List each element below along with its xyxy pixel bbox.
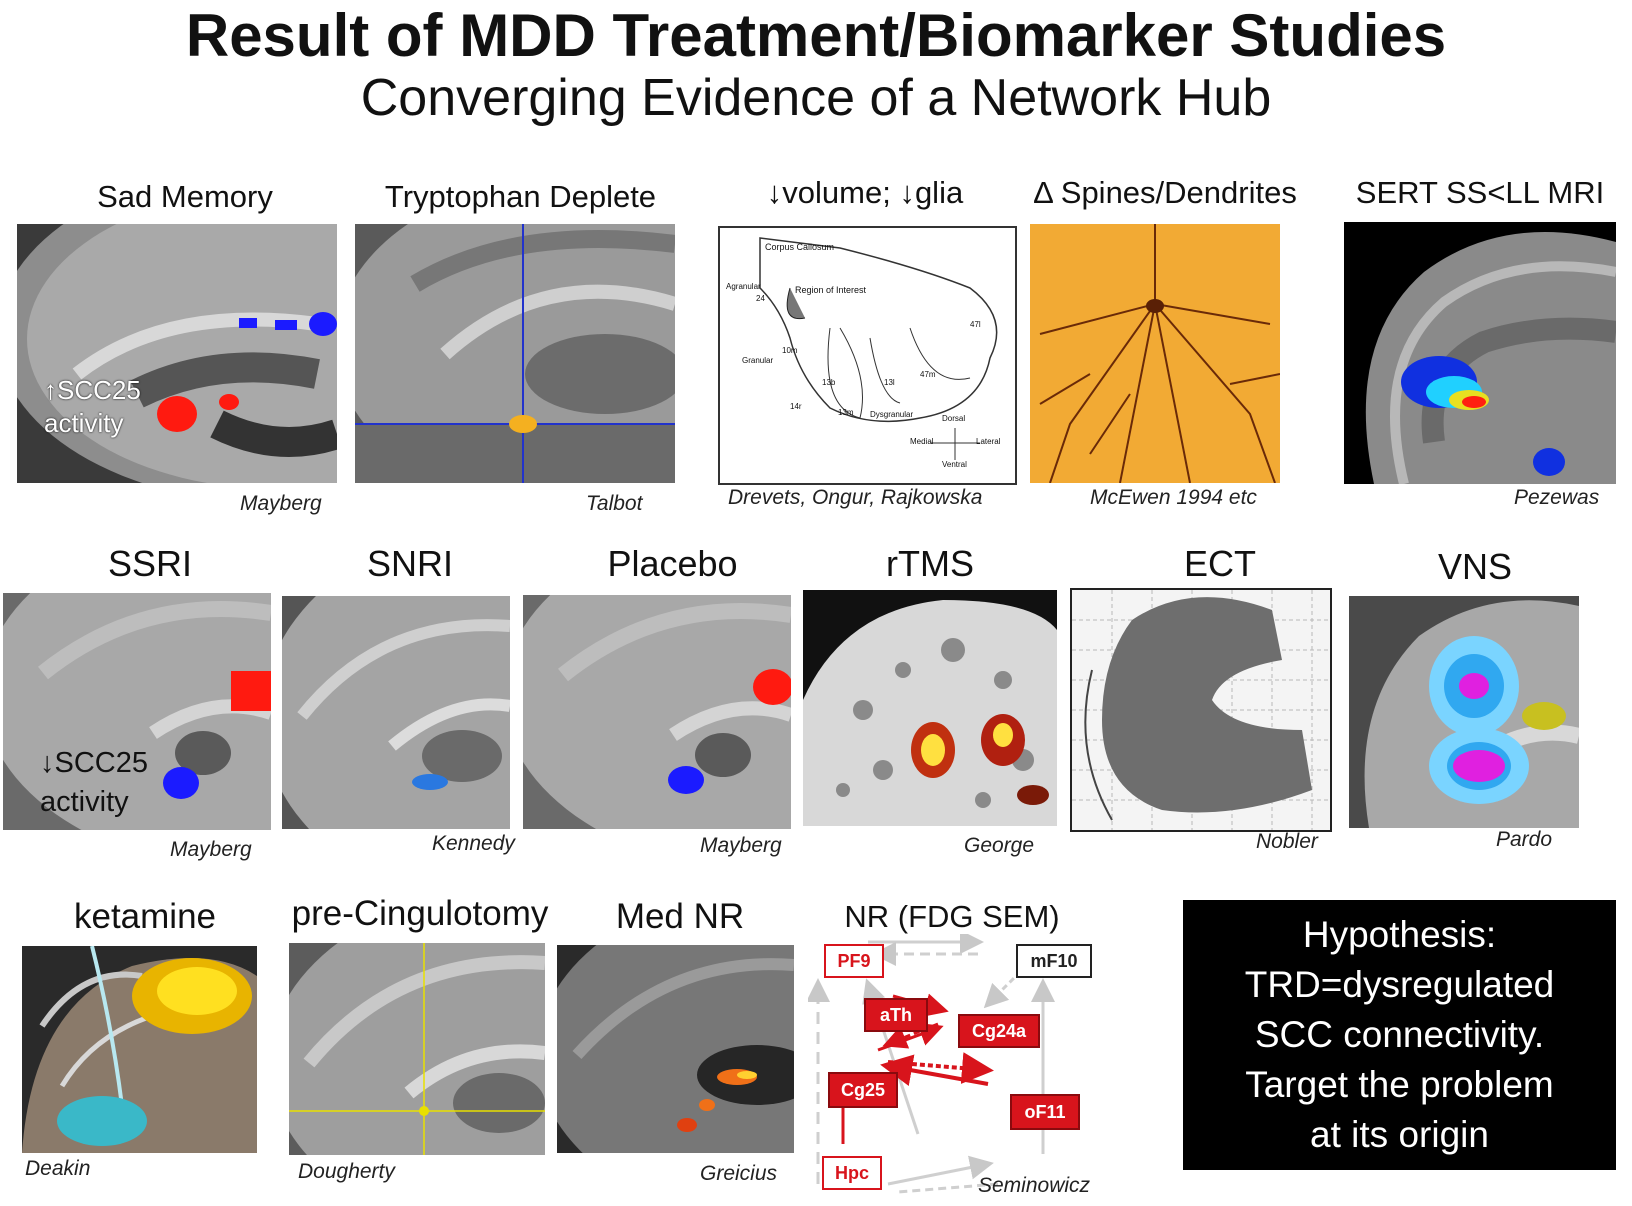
label-dorsal: Dorsal xyxy=(942,414,966,423)
panel-title-rtms: rTMS xyxy=(886,543,974,584)
label-13m: 13m xyxy=(838,408,854,417)
panel-title-snri: SNRI xyxy=(366,543,453,584)
label-47m: 47m xyxy=(920,370,936,379)
node-cg24a: Cg24a xyxy=(958,1014,1040,1048)
label-10m: 10m xyxy=(782,346,798,355)
credit-kennedy: Kennedy xyxy=(432,832,515,855)
credit-talbot: Talbot xyxy=(586,492,643,515)
tryptophan-mri-image xyxy=(355,224,675,483)
node-mf10: mF10 xyxy=(1016,944,1092,978)
label-ventral: Ventral xyxy=(942,460,967,469)
panel-title-nr-fdg-sem: NR (FDG SEM) xyxy=(844,899,1060,934)
credit-pardo: Pardo xyxy=(1496,828,1553,851)
hypothesis-line-2: TRD=dysregulated xyxy=(1244,964,1555,1005)
sad-memory-overlay-label-2: activity xyxy=(44,408,124,438)
credit-pezewas: Pezewas xyxy=(1514,486,1600,509)
sert-mri-image xyxy=(1344,222,1616,484)
label-47l: 47l xyxy=(970,320,981,329)
panel-title-placebo: Placebo xyxy=(607,543,738,584)
panel-title-sert: SERT SS<LL MRI xyxy=(1355,175,1605,210)
sad-memory-overlay-label-1: ↑SCC25 xyxy=(44,375,141,405)
neuron-dendrite-image xyxy=(1030,224,1280,483)
node-hpc: Hpc xyxy=(822,1156,882,1190)
credit-nobler: Nobler xyxy=(1256,830,1318,853)
ect-image xyxy=(1070,588,1332,832)
label-lateral: Lateral xyxy=(976,437,1001,446)
hypothesis-line-5: at its origin xyxy=(1310,1114,1489,1155)
slide-title: Result of MDD Treatment/Biomarker Studie… xyxy=(185,2,1447,69)
sad-memory-mri-image xyxy=(17,224,337,483)
snri-mri-image xyxy=(282,596,510,829)
slide-subtitle: Converging Evidence of a Network Hub xyxy=(360,69,1272,127)
hypothesis-box: Hypothesis: TRD=dysregulated SCC connect… xyxy=(1183,900,1616,1170)
node-pf9: PF9 xyxy=(824,944,884,978)
label-granular: Granular xyxy=(742,356,774,365)
panel-title-ect: ECT xyxy=(1184,543,1256,584)
credit-seminowicz: Seminowicz xyxy=(978,1174,1091,1197)
panel-title-ssri: SSRI xyxy=(107,543,193,584)
label-24: 24 xyxy=(756,294,765,303)
node-ath: aTh xyxy=(864,998,928,1032)
credit-drevets: Drevets, Ongur, Rajkowska xyxy=(728,486,983,509)
label-medial: Medial xyxy=(910,437,934,446)
label-dysgranular: Dysgranular xyxy=(870,410,914,419)
hypothesis-line-4: Target the problem xyxy=(1245,1064,1554,1105)
panel-title-pre-cingulotomy: pre-Cingulotomy xyxy=(291,894,549,933)
ssri-overlay-label-1: ↓SCC25 xyxy=(40,747,148,779)
label-14r: 14r xyxy=(790,402,802,411)
label-agranular: Agranular xyxy=(726,282,761,291)
ssri-overlay-label-2: activity xyxy=(40,786,129,818)
hypothesis-line-1: Hypothesis: xyxy=(1302,914,1497,955)
credit-deakin: Deakin xyxy=(25,1157,91,1180)
panel-title-sad-memory: Sad Memory xyxy=(97,179,273,214)
panel-title-ketamine: ketamine xyxy=(73,897,217,936)
vns-image xyxy=(1349,596,1579,828)
credit-greicius: Greicius xyxy=(700,1162,778,1185)
credit-mayberg-1: Mayberg xyxy=(240,492,322,515)
rtms-image xyxy=(803,590,1057,826)
label-corpus-callosum: Corpus Callosum xyxy=(765,242,835,252)
node-cg25: Cg25 xyxy=(828,1072,898,1108)
node-of11: oF11 xyxy=(1010,1094,1080,1130)
credit-dougherty: Dougherty xyxy=(298,1160,395,1183)
ketamine-image xyxy=(22,946,257,1153)
hypothesis-line-3: SCC connectivity. xyxy=(1254,1014,1545,1055)
credit-george: George xyxy=(964,834,1035,857)
label-13b: 13b xyxy=(822,378,836,387)
credit-mayberg-2: Mayberg xyxy=(170,838,252,861)
credit-mcewen: McEwen 1994 etc xyxy=(1090,486,1257,509)
nr-network-diagram: PF9 mF10 aTh Cg24a Cg25 oF11 Hpc xyxy=(808,934,1108,1196)
pre-cingulotomy-mri-image xyxy=(289,943,545,1155)
panel-title-volume-glia: ↓volume; ↓glia xyxy=(766,175,964,210)
label-region-of-interest: Region of Interest xyxy=(795,285,867,295)
credit-mayberg-3: Mayberg xyxy=(700,834,782,857)
panel-title-med-nr: Med NR xyxy=(615,897,745,936)
label-13l: 13l xyxy=(884,378,895,387)
prefrontal-region-diagram: Corpus Callosum Region of Interest Agran… xyxy=(718,226,1017,485)
ssri-mri-image xyxy=(3,593,271,830)
placebo-mri-image xyxy=(523,595,791,829)
panel-title-vns: VNS xyxy=(1437,546,1513,587)
panel-title-tryptophan: Tryptophan Deplete xyxy=(384,179,657,214)
panel-title-spines-dendrites: Δ Spines/Dendrites xyxy=(1033,175,1297,210)
med-nr-image xyxy=(557,945,794,1153)
